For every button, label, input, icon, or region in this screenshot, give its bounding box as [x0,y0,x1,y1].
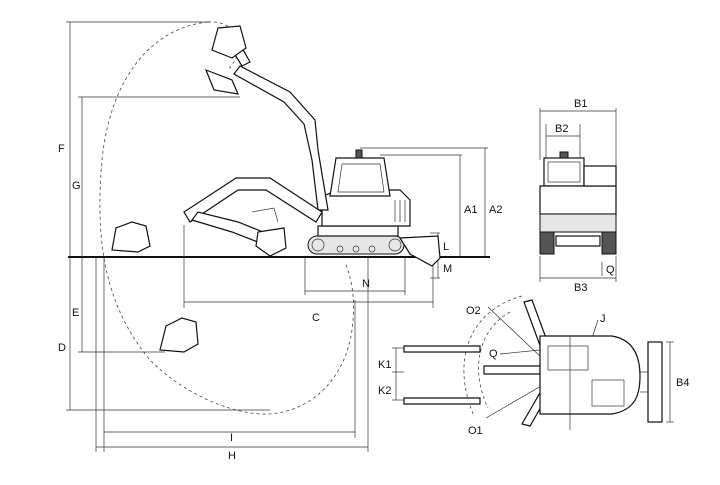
label-A1: A1 [464,204,477,216]
front-engine [583,165,617,187]
label-B2: B2 [555,123,568,135]
front-blade [555,235,601,247]
label-K2: K2 [378,385,391,397]
bucket-reach-deep [159,317,199,353]
reach-envelope [99,21,354,415]
bucket-alt [251,207,279,223]
excavator-side [183,25,441,267]
bucket-lowered [255,227,287,257]
side-view: F G E D I H C N A1 A2 L M [58,21,502,462]
front-track-left [539,231,555,255]
top-engine [591,379,625,407]
cab [329,157,391,197]
swing-arc-outer [463,295,523,417]
front-cab [543,157,585,187]
label-B4: B4 [676,377,689,389]
label-E: E [72,307,79,319]
label-B1: B1 [574,98,587,110]
label-Q-top: Q [489,348,498,360]
bucket-curled [204,68,239,95]
label-M: M [443,263,452,275]
bucket-reach-ground [111,221,151,253]
top-body [539,335,641,415]
label-C: C [312,312,320,324]
top-view: O2 O1 J Q K1 K2 B4 [378,295,689,437]
boom-top-center [483,365,541,375]
cab-window [337,163,385,193]
label-A2: A2 [489,204,502,216]
beacon [355,149,363,159]
label-N: N [362,278,370,290]
swing-arc-inner [478,311,511,409]
track-rollers [311,238,402,253]
front-undercarriage [539,213,617,233]
front-track-right [601,231,617,255]
label-H: H [228,450,236,462]
label-O2: O2 [466,305,481,317]
label-G: G [72,180,81,192]
front-body [539,185,617,215]
top-cab [547,345,589,371]
front-beacon [559,151,569,159]
label-Q-front: Q [606,264,615,276]
label-O1: O1 [468,425,483,437]
dozer-blade [398,235,441,267]
label-D: D [58,342,66,354]
label-I: I [230,432,233,444]
bucket-raised [211,25,247,59]
Q-leader [499,349,541,355]
label-L: L [443,241,449,253]
label-F: F [58,143,65,155]
front-view: B1 B2 B3 Q [539,98,617,294]
engine-grille [394,200,406,222]
boom-top-offset-left [403,345,481,353]
boom-lowered [183,177,323,223]
undercarriage [317,225,399,237]
track [307,235,405,255]
boom-top-offset-right [403,397,481,405]
label-B3: B3 [574,282,587,294]
front-cab-window [547,161,581,183]
top-blade [647,341,663,423]
label-K1: K1 [378,359,391,371]
boom-raised [233,65,329,211]
label-J: J [600,313,606,325]
